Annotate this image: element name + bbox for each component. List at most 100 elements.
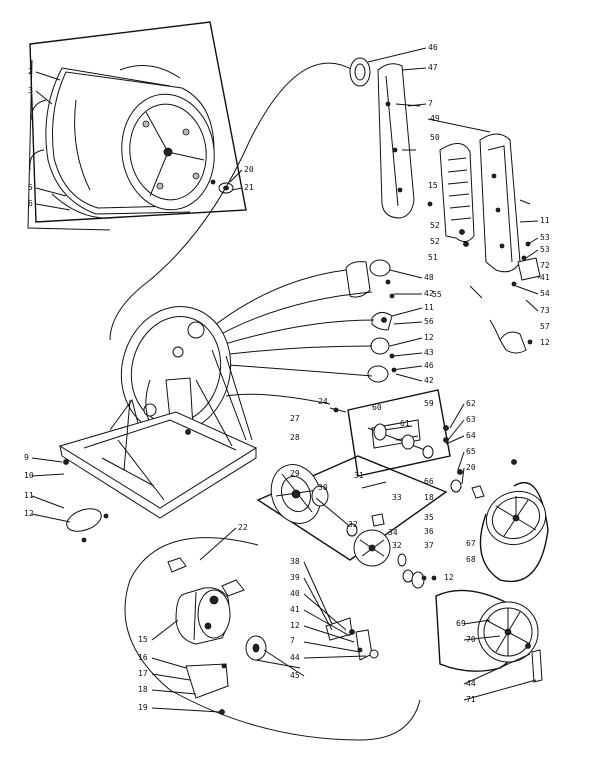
drum-assembly (29, 65, 215, 219)
part-label: 12 (24, 509, 34, 518)
part-label: 47 (428, 63, 438, 72)
part-label: 61 (400, 419, 410, 428)
lower-belt-curve (124, 537, 421, 741)
drum-inset (27, 21, 247, 231)
part-label: 56 (424, 317, 434, 326)
part-label: 72 (540, 261, 550, 270)
leader-lines (31, 47, 541, 713)
part-label: 3 (28, 86, 33, 95)
part-label: 38 (290, 557, 300, 566)
part-label: 18 (424, 493, 434, 502)
part-label: 16 (138, 653, 148, 662)
part-label: 63 (466, 415, 476, 424)
part-label: 45 (290, 671, 300, 680)
part-label: 15 (138, 635, 148, 644)
part-label: 30 (318, 483, 328, 492)
part-label: 40 (290, 589, 300, 598)
part-label: 24 (318, 397, 328, 406)
part-label: 44 (290, 653, 300, 662)
part-label: 36 (424, 527, 434, 536)
part-label: 55 (432, 290, 442, 299)
part-labels: 2 3 5 6 20 21 46 47 7 49 50 15 11 52 53 … (24, 43, 550, 712)
part-label: 2 (28, 67, 33, 76)
part-label: 71 (466, 695, 476, 704)
heater-assembly (427, 133, 541, 299)
part-label: 48 (424, 273, 434, 282)
part-label: 67 (466, 539, 476, 548)
part-label: 49 (430, 114, 440, 123)
part-label: 6 (28, 199, 33, 208)
part-label: 34 (388, 528, 398, 537)
part-label: 22 (238, 523, 248, 532)
part-label: 69 (456, 619, 466, 628)
idler-pulley-11-12 (66, 508, 109, 543)
part-label: 15 (428, 181, 438, 190)
duct-parts (345, 259, 397, 383)
part-label: 12 (290, 621, 300, 630)
part-label: 41 (290, 605, 300, 614)
part-label: 44 (466, 679, 476, 688)
part-label: 20 (244, 165, 254, 174)
part-label: 53 (540, 233, 550, 242)
part-label: 12 (540, 338, 550, 347)
blower-wheel (270, 464, 329, 524)
part-label: 39 (290, 573, 300, 582)
part-label: 19 (138, 703, 148, 712)
part-label: 11 (24, 491, 34, 500)
part-label: 42 (424, 376, 434, 385)
part-label: 41 (540, 273, 550, 282)
part-label: 17 (138, 669, 148, 678)
idler-arm-38-45 (245, 617, 379, 669)
part-label: 27 (290, 414, 300, 423)
part-label: 50 (430, 133, 440, 142)
part-label: 10 (24, 471, 34, 480)
rear-bulkhead-frame (58, 306, 258, 519)
gear-plate (353, 529, 391, 567)
assembly-dash-lines (205, 269, 375, 405)
part-label: 11 (540, 216, 550, 225)
part-label: 68 (466, 555, 476, 564)
part-label: 65 (466, 447, 476, 456)
part-label: 42 (424, 289, 434, 298)
drive-motor-15 (167, 557, 245, 715)
part-label: 73 (540, 306, 550, 315)
part-label: 12 (444, 573, 454, 582)
part-label: 46 (424, 361, 434, 370)
blower-gear-assembly (256, 389, 485, 589)
part-label: 66 (424, 477, 434, 486)
part-label: 32 (392, 541, 402, 550)
part-label: 35 (424, 513, 434, 522)
part-label: 62 (466, 399, 476, 408)
front-bulkhead-upper (349, 57, 421, 219)
drum-pulley-67 (479, 459, 549, 582)
part-label: 46 (428, 43, 438, 52)
part-label: 21 (244, 183, 254, 192)
part-label: 28 (290, 433, 300, 442)
part-label: 43 (424, 348, 434, 357)
motor-pulley-69 (435, 589, 543, 683)
thermostat-57 (489, 319, 533, 354)
part-label: 5 (28, 183, 33, 192)
part-label: 52 (430, 221, 440, 230)
drum-belt-curve (109, 62, 354, 341)
part-label: 12 (424, 333, 434, 342)
part-label: 20 (466, 463, 476, 472)
part-label: 53 (540, 245, 550, 254)
part-label: 7 (428, 99, 433, 108)
part-label: 59 (424, 399, 434, 408)
part-label: 7 (290, 636, 295, 645)
drum-washer-20-21 (210, 179, 234, 194)
part-label: 18 (138, 685, 148, 694)
part-label: 9 (24, 453, 29, 462)
part-label: 37 (424, 541, 434, 550)
part-label: 29 (290, 469, 300, 478)
part-label: 64 (466, 431, 476, 440)
part-label: 52 (430, 237, 440, 246)
part-label: 57 (540, 322, 550, 331)
part-label: 31 (354, 471, 364, 480)
part-label: 11 (424, 303, 434, 312)
part-label: 54 (540, 289, 550, 298)
part-label: 51 (428, 253, 438, 262)
part-label: 33 (392, 493, 402, 502)
